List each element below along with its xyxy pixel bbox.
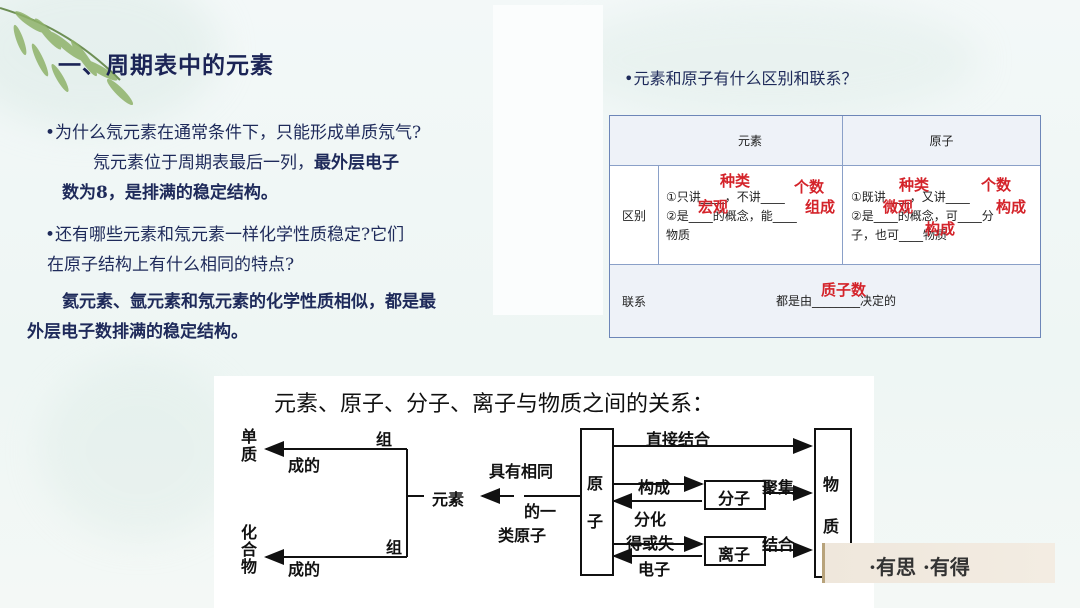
answer-1-line-2: 数为8，是排满的稳定结构。	[62, 183, 278, 203]
answer-2-line-2: 外层电子数排满的稳定结构。	[27, 322, 248, 342]
answer-1-line-1: 氖元素位于周期表最后一列，最外层电子	[93, 150, 399, 177]
answer-link: 质子数	[821, 281, 867, 299]
atom-diff-line-3: 子，也可____物质	[851, 228, 948, 242]
table-cell-atom-diff: ①既讲____，又讲____ ②是____的概念，可____分 子，也可____…	[843, 166, 1040, 265]
label-compose: 构成	[638, 478, 671, 497]
label-electron: 电子	[638, 560, 671, 579]
label-split: 分化	[634, 510, 667, 529]
table-row-label-link: 联系	[610, 265, 659, 337]
answer-element-compose: 组成	[805, 198, 836, 216]
label-matter: 物 质	[823, 475, 840, 536]
white-panel	[493, 5, 603, 315]
willow-branch-decoration	[0, 7, 134, 106]
label-element: 元素	[432, 490, 465, 509]
label-compound: 化 合 物	[241, 523, 258, 576]
molecule-box: 分子	[704, 480, 766, 510]
label-ion: 离子	[718, 545, 751, 564]
answer-1-text: 氖元素位于周期表最后一列，	[93, 153, 314, 173]
question-1: •为什么氖元素在通常条件下，只能形成单质氖气?	[45, 123, 422, 143]
link-text: 都是由________决定的	[776, 294, 897, 308]
element-atom-table: 元素 原子 区别 ①只讲____，不讲____ ②是____的概念，能____ …	[609, 115, 1041, 338]
answer-atom-micro: 微观	[883, 198, 914, 216]
background-wash	[560, 0, 980, 120]
table-cell-element-diff: ①只讲____，不讲____ ②是____的概念，能____ 物质 种类 个数 …	[658, 166, 843, 265]
table-header-atom: 原子	[843, 116, 1040, 166]
answer-atom-count: 个数	[981, 176, 1012, 194]
label-molecule: 分子	[718, 489, 751, 508]
footer-text: ·有思 ·有得	[869, 555, 970, 579]
table-corner-cell	[610, 116, 659, 166]
element-diff-line-2: ②是____的概念，能____	[666, 209, 797, 223]
atom-diff-line-2: ②是____的概念，可____分	[851, 209, 994, 223]
page-title: 一、周期表中的元素	[58, 52, 274, 79]
footer-banner: ·有思 ·有得	[822, 543, 1055, 583]
label-combine: 结合	[762, 535, 795, 554]
background-wash	[40, 360, 240, 540]
label-zu-top: 组	[376, 430, 393, 449]
label-cheng-bottom: 成的	[288, 560, 321, 579]
label-direct-combine: 直接结合	[646, 430, 711, 449]
label-gather: 聚集	[762, 478, 795, 497]
question-2-line-1: •还有哪些元素和氖元素一样化学性质稳定?它们	[45, 225, 405, 245]
answer-element-kind: 种类	[720, 172, 751, 190]
element-diff-line-3: 物质	[666, 228, 691, 242]
answer-atom-construct: 构成	[996, 198, 1027, 216]
label-lei-atom: 类原子	[498, 526, 547, 545]
diagram-title: 元素、原子、分子、离子与物质之间的关系：	[274, 392, 715, 417]
ion-box: 离子	[704, 536, 766, 566]
answer-element-count: 个数	[794, 178, 825, 196]
label-cheng-top: 成的	[288, 456, 321, 475]
label-simple-substance: 单 质	[241, 427, 258, 464]
atom-box: 原 子	[580, 428, 614, 576]
relationship-diagram: 元素、原子、分子、离子与物质之间的关系： 单 质 化 合 物 组 成的 组 成的…	[214, 376, 874, 608]
answer-1-emphasis: 最外层电子	[314, 153, 399, 173]
table-row-label-diff: 区别	[610, 166, 659, 265]
label-de-yi: 的一	[524, 502, 557, 521]
diagram-lines	[264, 438, 813, 565]
question-2-line-2: 在原子结构上有什么相同的特点?	[47, 255, 295, 275]
answer-atom-construct-2: 构成	[925, 220, 956, 238]
table-header-element: 元素	[658, 116, 843, 166]
table-cell-link: 都是由________决定的 质子数	[658, 265, 1040, 337]
answer-atom-kind: 种类	[899, 176, 930, 194]
element-diff-line-1: ①只讲____，不讲____	[666, 190, 785, 204]
right-question: •元素和原子有什么区别和联系？	[624, 69, 858, 88]
answer-element-macro: 宏观	[698, 198, 729, 216]
label-same: 具有相同	[489, 462, 554, 481]
label-atom: 原 子	[587, 474, 604, 531]
label-gain-lose: 得或失	[626, 534, 675, 553]
atom-diff-line-1: ①既讲____，又讲____	[851, 190, 970, 204]
label-zu-bottom: 组	[386, 538, 403, 557]
answer-2-line-1: 氦元素、氩元素和氖元素的化学性质相似，都是最	[62, 292, 436, 312]
